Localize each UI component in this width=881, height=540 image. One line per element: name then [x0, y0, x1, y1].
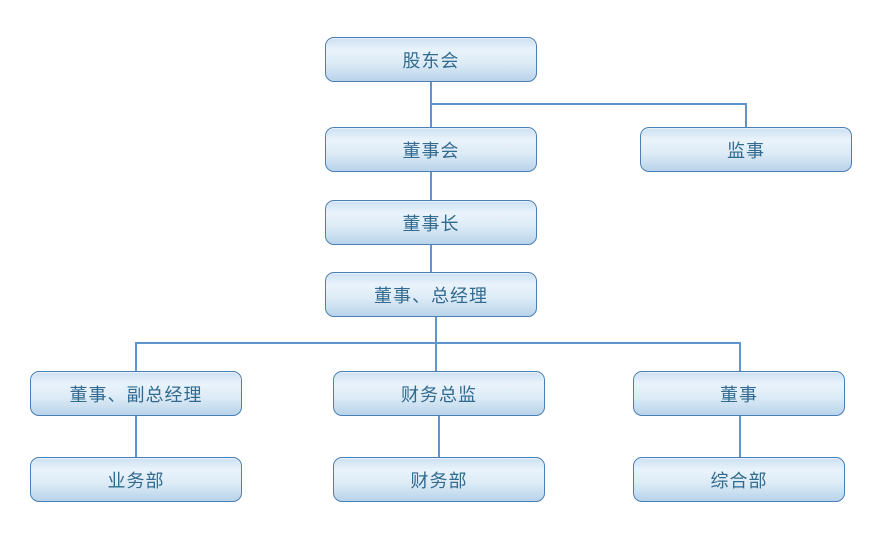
- org-node-label: 董事长: [402, 213, 460, 234]
- org-node-cfo[interactable]: 财务总监: [333, 371, 545, 416]
- connector-gm-branches: [435, 317, 437, 371]
- org-node-label: 综合部: [710, 470, 768, 491]
- org-node-label: 董事、副总经理: [69, 384, 203, 405]
- org-node-label: 财务部: [410, 470, 468, 491]
- connector-dgm-business: [135, 416, 137, 457]
- org-node-board[interactable]: 董事会: [325, 127, 537, 172]
- org-node-label: 监事: [727, 140, 765, 161]
- org-node-general-manager[interactable]: 董事、总经理: [325, 272, 537, 317]
- org-node-general-dept[interactable]: 综合部: [633, 457, 845, 502]
- org-node-label: 董事、总经理: [374, 285, 488, 306]
- connector-board-chairman: [430, 172, 432, 200]
- connector-chairman-gm: [430, 245, 432, 272]
- org-node-label: 财务总监: [401, 384, 477, 405]
- org-node-label: 董事会: [402, 140, 460, 161]
- org-node-deputy-general-manager[interactable]: 董事、副总经理: [30, 371, 242, 416]
- org-node-label: 业务部: [107, 470, 165, 491]
- connector-director-drop: [739, 342, 741, 371]
- org-node-label: 董事: [720, 384, 758, 405]
- connector-branches-horizontal: [135, 342, 741, 344]
- org-node-shareholders[interactable]: 股东会: [325, 37, 537, 82]
- connector-cfo-finance: [438, 416, 440, 457]
- connector-shareholders-supervisor-horizontal: [430, 103, 747, 105]
- connector-dgm-drop: [135, 342, 137, 371]
- org-node-label: 股东会: [402, 50, 460, 71]
- org-node-business-dept[interactable]: 业务部: [30, 457, 242, 502]
- org-node-director[interactable]: 董事: [633, 371, 845, 416]
- org-node-finance-dept[interactable]: 财务部: [333, 457, 545, 502]
- org-node-chairman[interactable]: 董事长: [325, 200, 537, 245]
- org-node-supervisor[interactable]: 监事: [640, 127, 852, 172]
- connector-supervisor-drop: [745, 103, 747, 127]
- connector-director-general: [739, 416, 741, 457]
